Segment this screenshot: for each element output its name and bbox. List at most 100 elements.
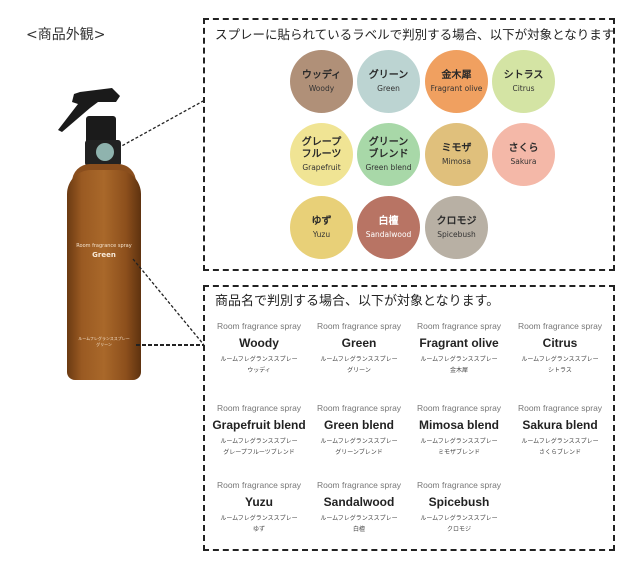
- product-yuzu: Room fragrance spray Yuzu ルームフレグランススプレー …: [209, 480, 309, 533]
- product-bottle-image: Room fragrance spray Green ルームフレグランススプレー…: [30, 80, 210, 410]
- product-jp2: グリーンブレンド: [335, 449, 383, 456]
- product-line: Room fragrance spray: [416, 403, 502, 413]
- product-mimosa-blend: Room fragrance spray Mimosa blend ルームフレグ…: [409, 403, 509, 456]
- circle-en: Woody: [308, 83, 335, 93]
- product-name-box: 商品名で判別する場合、以下が対象となります。 Room fragrance sp…: [203, 285, 615, 551]
- circle-sandalwood: 白檀 Sandalwood: [357, 196, 420, 259]
- circle-grapefruit: グレープ フルーツ Grapefruit: [290, 123, 353, 186]
- product-jp2: ゆず: [252, 526, 265, 533]
- circle-spicebush: クロモジ Spicebush: [425, 196, 488, 259]
- product-jp2: グリーン: [347, 367, 371, 374]
- product-jp2: シトラス: [548, 367, 572, 374]
- product-line: Room fragrance spray: [216, 321, 302, 331]
- product-jp1: ルームフレグランススプレー: [220, 356, 298, 363]
- circle-en: Grapefruit: [302, 162, 341, 172]
- spray-trigger-icon: [58, 88, 120, 132]
- circle-jp: グリーン: [368, 69, 409, 81]
- product-jp1: ルームフレグランススプレー: [521, 356, 599, 363]
- product-jp1: ルームフレグランススプレー: [220, 438, 298, 445]
- circle-yuzu: ゆず Yuzu: [290, 196, 353, 259]
- product-name: Sakura blend: [522, 418, 598, 432]
- circle-jp: ウッディ: [301, 69, 342, 81]
- circle-en: Sandalwood: [365, 229, 412, 239]
- product-grapefruit-blend: Room fragrance spray Grapefruit blend ルー…: [209, 403, 309, 456]
- circle-citrus: シトラス Citrus: [492, 50, 555, 113]
- product-name: Green: [341, 336, 377, 350]
- product-sandalwood: Room fragrance spray Sandalwood ルームフレグラン…: [309, 480, 409, 533]
- circle-en: Green: [377, 83, 400, 93]
- circle-sakura: さくら Sakura: [492, 123, 555, 186]
- page-heading: <商品外観>: [26, 27, 106, 43]
- product-name: Fragrant olive: [419, 336, 499, 350]
- circle-green: グリーン Green: [357, 50, 420, 113]
- bottle-body: [67, 170, 141, 380]
- circle-jp: シトラス: [503, 69, 544, 81]
- bottle-label-jp2: グリーン: [96, 342, 112, 347]
- circle-jp: ゆず: [311, 215, 332, 227]
- product-fragrant-olive: Room fragrance spray Fragrant olive ルームフ…: [409, 321, 509, 374]
- bottle-neck: [86, 116, 116, 144]
- product-line: Room fragrance spray: [316, 321, 402, 331]
- product-green-blend: Room fragrance spray Green blend ルームフレグラ…: [309, 403, 409, 456]
- product-jp2: クロモジ: [446, 526, 471, 533]
- product-jp1: ルームフレグランススプレー: [320, 356, 398, 363]
- circle-en: Fragrant olive: [430, 83, 483, 93]
- circle-woody: ウッディ Woody: [290, 50, 353, 113]
- circle-green-blend: グリーン ブレンド Green blend: [357, 123, 420, 186]
- product-name: Woody: [239, 336, 279, 350]
- product-line: Room fragrance spray: [316, 403, 402, 413]
- circle-en: Green blend: [365, 162, 412, 172]
- circle-fragrant-olive: 金木犀 Fragrant olive: [425, 50, 488, 113]
- product-line: Room fragrance spray: [416, 321, 502, 331]
- cap-label-dot: [96, 143, 114, 161]
- product-jp2: ウッディ: [247, 367, 271, 374]
- circle-jp: グレープ フルーツ: [301, 136, 342, 160]
- product-name: Yuzu: [244, 495, 273, 509]
- product-jp1: ルームフレグランススプレー: [420, 356, 498, 363]
- product-citrus: Room fragrance spray Citrus ルームフレグランススプレ…: [510, 321, 610, 374]
- product-name: Grapefruit blend: [212, 418, 306, 432]
- circle-en: Spicebush: [437, 229, 476, 239]
- bottle-label-name: Green: [92, 251, 116, 259]
- product-line: Room fragrance spray: [316, 480, 402, 490]
- product-jp1: ルームフレグランススプレー: [521, 438, 599, 445]
- product-name: Citrus: [542, 336, 578, 350]
- product-name: Green blend: [323, 418, 394, 432]
- name-section-title: 商品名で判別する場合、以下が対象となります。: [215, 294, 500, 309]
- product-green: Room fragrance spray Green ルームフレグランススプレー…: [309, 321, 409, 374]
- circle-jp: 金木犀: [441, 69, 472, 81]
- label-identification-box: スプレーに貼られているラベルで判別する場合、以下が対象となります ウッディ Wo…: [203, 18, 615, 271]
- product-line: Room fragrance spray: [216, 403, 302, 413]
- product-jp1: ルームフレグランススプレー: [420, 438, 498, 445]
- circle-jp: クロモジ: [436, 215, 477, 227]
- circle-jp: さくら: [508, 142, 539, 154]
- circle-jp: ミモザ: [441, 142, 472, 154]
- product-jp2: 金木犀: [449, 367, 468, 374]
- circle-en: Citrus: [512, 83, 535, 93]
- product-sakura-blend: Room fragrance spray Sakura blend ルームフレグ…: [510, 403, 610, 456]
- label-section-title: スプレーに貼られているラベルで判別する場合、以下が対象となります: [215, 27, 615, 42]
- bottle-label-jp: ルームフレグランススプレー グリーン: [67, 336, 141, 348]
- circle-en: Yuzu: [312, 229, 331, 239]
- product-jp2: ミモザブレンド: [437, 449, 480, 456]
- circle-en: Mimosa: [442, 156, 471, 166]
- product-jp2: グレープフルーツブレンド: [223, 449, 295, 456]
- product-line: Room fragrance spray: [517, 403, 603, 413]
- product-jp2: さくらブレンド: [538, 449, 581, 456]
- product-line: Room fragrance spray: [517, 321, 603, 331]
- product-jp1: ルームフレグランススプレー: [220, 515, 298, 522]
- circle-jp: 白檀: [378, 215, 399, 227]
- product-jp1: ルームフレグランススプレー: [320, 438, 398, 445]
- product-spicebush: Room fragrance spray Spicebush ルームフレグランス…: [409, 480, 509, 533]
- circle-mimosa: ミモザ Mimosa: [425, 123, 488, 186]
- product-line: Room fragrance spray: [416, 480, 502, 490]
- circle-jp: グリーン ブレンド: [368, 136, 409, 160]
- product-line: Room fragrance spray: [216, 480, 302, 490]
- bottle-label-jp1: ルームフレグランススプレー: [78, 336, 130, 341]
- circle-en: Sakura: [510, 156, 537, 166]
- product-jp1: ルームフレグランススプレー: [420, 515, 498, 522]
- product-jp2: 白檀: [352, 526, 365, 533]
- product-name: Sandalwood: [323, 495, 395, 509]
- product-woody: Room fragrance spray Woody ルームフレグランススプレー…: [209, 321, 309, 374]
